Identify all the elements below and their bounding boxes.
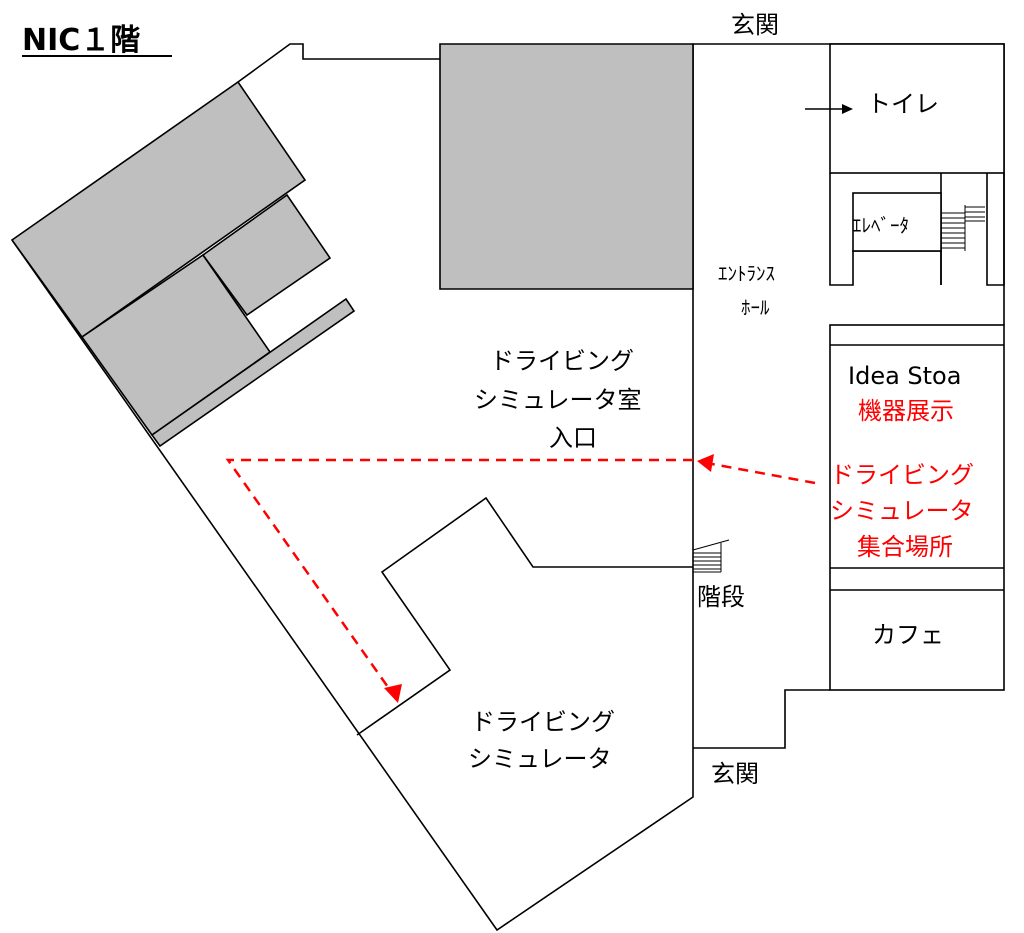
simulator-label-1: ドライビング — [471, 708, 615, 736]
stairs-icon — [692, 539, 730, 573]
route-arrowhead-icon — [697, 454, 714, 472]
stairs-icon-top — [941, 205, 985, 251]
gray-area-main — [439, 43, 694, 290]
toilet-label: トイレ — [867, 90, 939, 118]
simulator-label-2: シミュレータ — [468, 745, 612, 773]
entrance-bottom-label: 玄関 — [711, 760, 759, 788]
route-arrowhead-icon — [384, 684, 402, 703]
meeting-point-label-2: シミュレータ — [830, 497, 974, 525]
sim-room-entrance-label-2: シミュレータ室 — [474, 386, 642, 414]
equipment-exhibit-label: 機器展示 — [858, 397, 954, 425]
sim-room-entrance-label-3: 入口 — [549, 424, 597, 452]
sim-room-entrance-label-1: ドライビング — [490, 347, 634, 375]
entrance-top-label: 玄関 — [731, 11, 779, 39]
elevator-label: ｴﾚﾍﾞｰﾀ — [852, 215, 909, 237]
meeting-point-label-3: 集合場所 — [857, 533, 953, 561]
cafe-label: カフェ — [872, 621, 944, 649]
stair-core-wall — [986, 173, 1005, 286]
gray-area-strip — [150, 297, 356, 448]
gray-area-small — [201, 193, 332, 317]
route-path — [225, 454, 816, 703]
idea-stoa-block — [829, 324, 1005, 691]
entrance-hall-label-1: ｴﾝﾄﾗﾝｽ — [718, 263, 775, 285]
arrow-right-icon — [805, 104, 853, 114]
idea-stoa-label: Idea Stoa — [848, 362, 961, 390]
elevator — [852, 192, 942, 252]
outer-wall-top-left — [237, 43, 440, 83]
outer-wall-bottom-right — [693, 689, 830, 749]
simulator-room-wall — [356, 496, 693, 736]
stairs-label: 階段 — [697, 583, 745, 611]
floor-title: NIC１階 — [22, 23, 140, 58]
meeting-point-label-1: ドライビング — [830, 461, 974, 489]
toilet-room — [829, 43, 1005, 174]
entrance-hall-label-2: ﾎｰﾙ — [741, 297, 770, 319]
gray-area-large — [10, 80, 307, 339]
